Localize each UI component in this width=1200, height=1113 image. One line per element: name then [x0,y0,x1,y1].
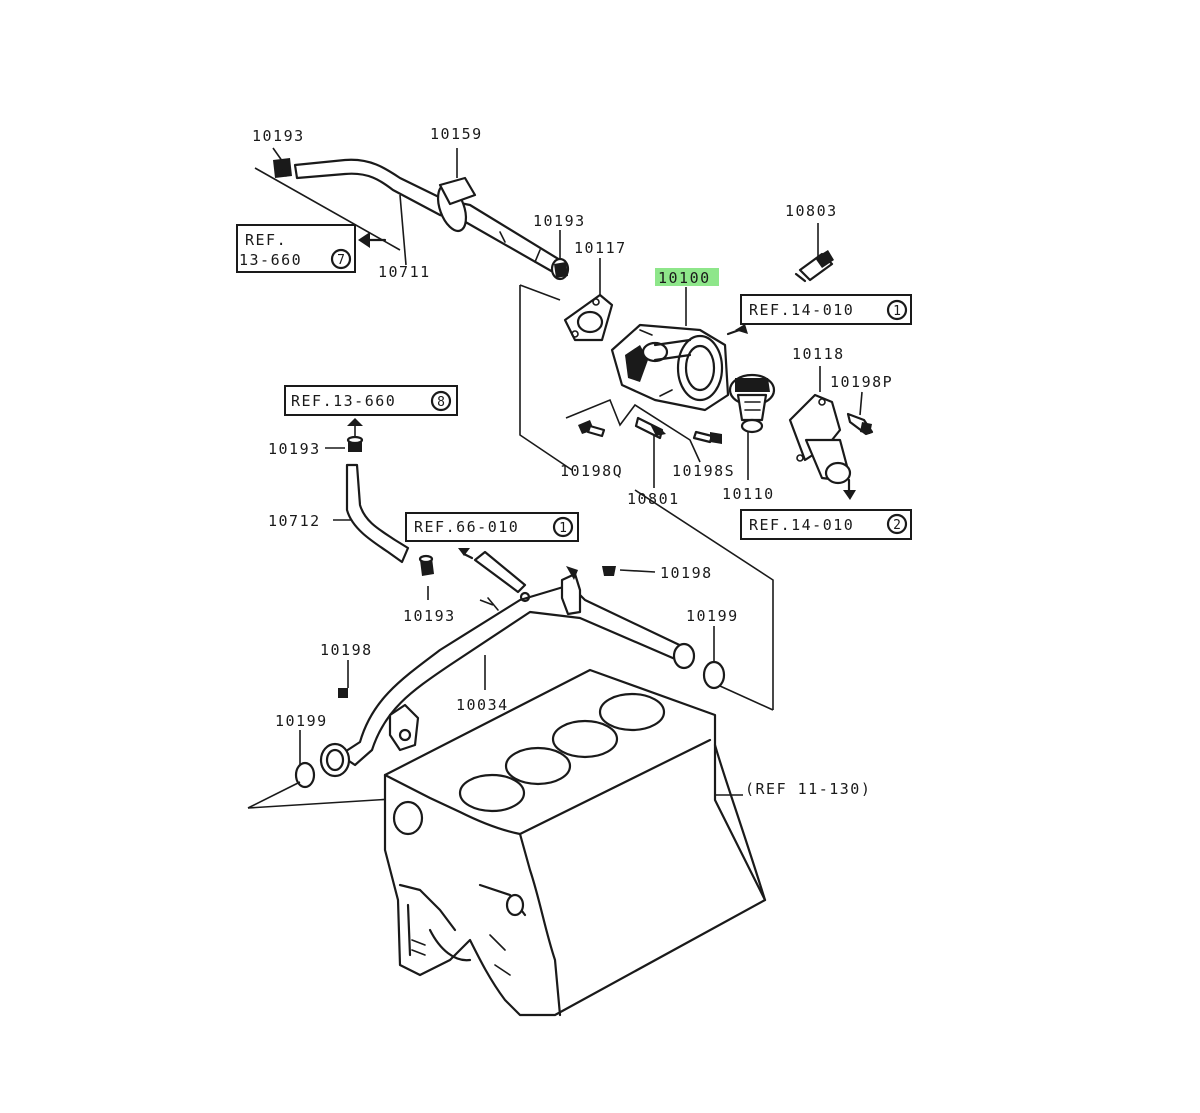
bolts-lower-fitting [578,416,722,444]
water-inlet-10118 [788,393,874,500]
sensor-10803 [794,250,834,283]
part-label-10193[interactable]: 10193 [533,212,586,230]
part-label-10118[interactable]: 10118 [792,345,845,363]
part-label-10198[interactable]: 10198 [660,564,713,582]
ref-text-line-2: 13-660 [239,251,302,269]
highlight-marker [655,268,719,286]
part-label-10034[interactable]: 10034 [456,696,509,714]
ref-text: REF.14-010 [749,516,854,534]
part-label-10712[interactable]: 10712 [268,512,321,530]
ref-box-14-010-2[interactable]: REF.14-010 2 [740,509,912,540]
cylinder-block [383,668,767,1017]
ref-box-13-660-8[interactable]: REF.13-660 8 [284,385,458,426]
upper-hose-assembly [273,158,570,281]
part-label-10711[interactable]: 10711 [378,263,431,281]
thermostat-10110 [728,373,776,434]
part-label-10198q[interactable]: 10198Q [560,462,623,480]
part-label-10100[interactable]: 10100 [658,269,711,287]
ref-box-66-010-1[interactable]: REF.66-010 1 [405,512,579,542]
part-label-10803[interactable]: 10803 [785,202,838,220]
ref-circle-number: 2 [893,518,901,533]
gasket-10117 [563,293,614,342]
part-label-10198p[interactable]: 10198P [830,373,893,391]
o-rings-10199 [294,660,726,789]
part-label-ref-11-130[interactable]: (REF 11-130) [745,780,871,798]
ref-circle-number: 7 [337,253,345,268]
ref-text: REF.66-010 [414,518,519,536]
ref-box-14-010-1[interactable]: REF.14-010 1 [740,294,912,325]
part-label-10199[interactable]: 10199 [686,607,739,625]
part-label-10193[interactable]: 10193 [268,440,321,458]
part-label-10198[interactable]: 10198 [320,641,373,659]
water-pipe-10034 [319,550,696,778]
part-label-10193[interactable]: 10193 [252,127,305,145]
part-labels: 10193 10159 10711 10193 10117 10100 1080… [252,125,893,798]
part-label-10159[interactable]: 10159 [430,125,483,143]
part-label-10198s[interactable]: 10198S [672,462,735,480]
ref-text-line-1: REF. [245,231,287,249]
part-label-10193[interactable]: 10193 [403,607,456,625]
ref-text: REF.13-660 [291,392,396,410]
ref-circle-number: 1 [559,521,567,536]
ref-box-13-660-7[interactable]: REF. 13-660 7 [236,224,387,273]
part-label-10117[interactable]: 10117 [574,239,627,257]
part-label-10199[interactable]: 10199 [275,712,328,730]
part-label-10801[interactable]: 10801 [627,490,680,508]
ref-text: REF.14-010 [749,301,854,319]
part-label-10110[interactable]: 10110 [722,485,775,503]
water-outlet-fitting-10100 [610,323,748,412]
lower-hose-10712 [345,435,474,576]
ref-circle-number: 8 [437,395,445,410]
ref-circle-number: 1 [893,304,901,319]
